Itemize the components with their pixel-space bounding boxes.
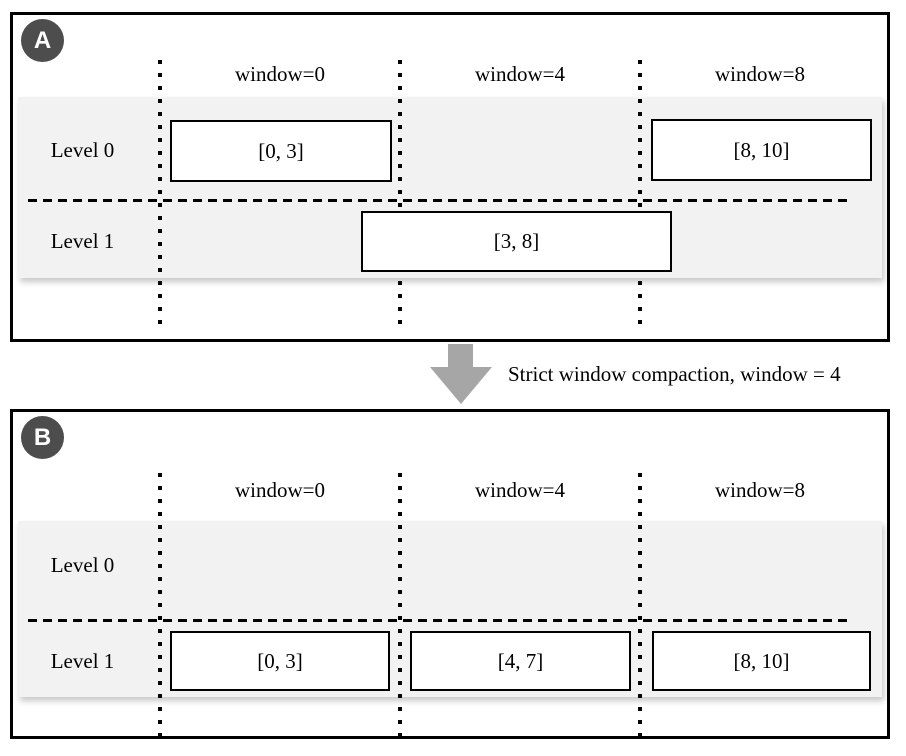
panel-a-window-boundary-8 — [638, 60, 642, 326]
interval-box: [8, 10] — [652, 631, 871, 691]
panel-b-column-header: window=8 — [714, 478, 805, 502]
interval-box-label: [8, 10] — [733, 137, 790, 162]
panel-b-badge: B — [21, 416, 64, 459]
interval-box: [0, 3] — [170, 631, 390, 691]
interval-box-label: [8, 10] — [733, 648, 790, 673]
panel-b-row-label-level-1: Level 1 — [50, 649, 115, 673]
panel-b-level-divider-dashed-line — [28, 619, 850, 622]
interval-box-label: [0, 3] — [257, 648, 303, 673]
panel-b: window=0 window=4 window=8 Level 0 Level… — [10, 409, 890, 739]
panel-a-column-header: window=0 — [234, 62, 325, 86]
interval-box-label: [3, 8] — [493, 229, 540, 253]
panel-b-row-label-level-0: Level 0 — [50, 553, 115, 577]
panel-a-window-boundary-0 — [158, 60, 162, 326]
interval-box: [8, 10] — [651, 119, 872, 181]
panel-a-column-header: window=4 — [474, 62, 565, 86]
panel-b-window-boundary-0 — [158, 473, 162, 737]
panel-a-column-header: window=8 — [714, 62, 805, 86]
panel-b-column-header: window=0 — [234, 478, 325, 502]
panel-a-row-label-level-1: Level 1 — [50, 229, 115, 253]
panel-a-level-divider-dashed-line — [28, 199, 850, 202]
panel-b-window-boundary-8 — [638, 473, 642, 737]
panel-b-column-header: window=4 — [474, 478, 565, 502]
panel-a: window=0 window=4 window=8 Level 0 Level… — [10, 12, 890, 342]
interval-box: [0, 3] — [170, 120, 392, 182]
panel-a-badge: A — [21, 19, 64, 62]
panel-a-window-boundary-4 — [398, 60, 402, 326]
interval-box-label: [0, 3] — [258, 138, 304, 163]
panel-a-row-label-level-0: Level 0 — [50, 138, 115, 162]
interval-box: [4, 7] — [410, 631, 631, 691]
interval-box: [3, 8] — [361, 211, 672, 272]
interval-box-label: [4, 7] — [497, 648, 544, 673]
panel-b-window-boundary-4 — [398, 473, 402, 737]
down-arrow-icon — [448, 344, 473, 368]
transition-label: Strict window compaction, window = 4 — [508, 362, 841, 386]
down-arrow-icon — [430, 367, 492, 404]
